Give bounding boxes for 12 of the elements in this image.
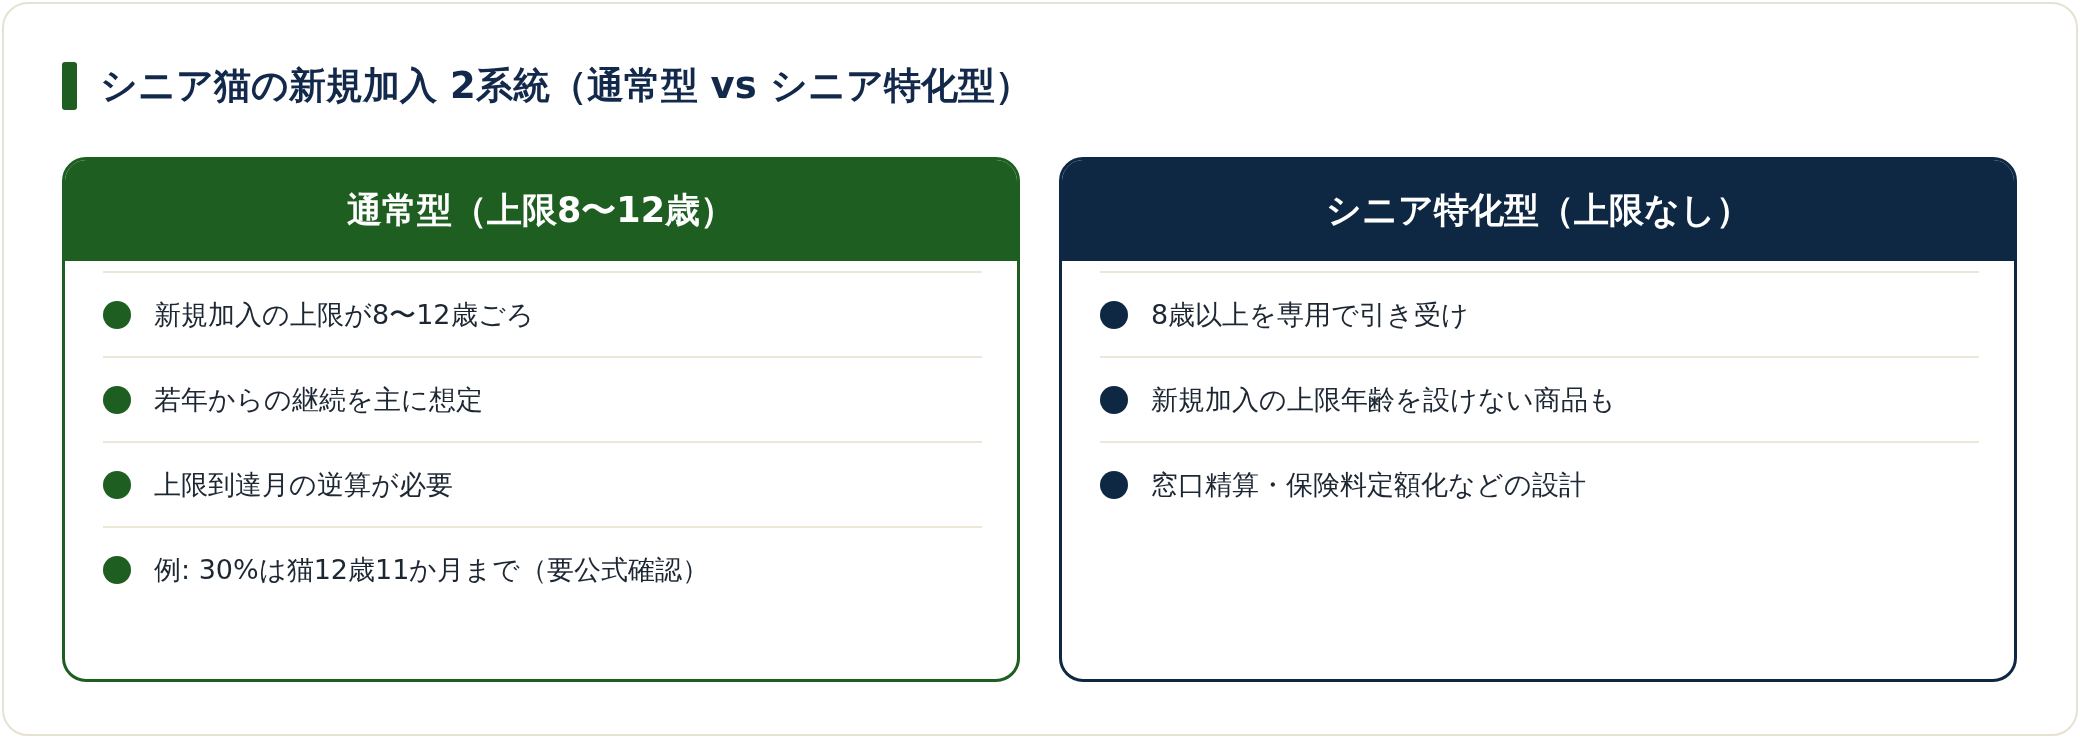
card-panel [1059,157,2017,682]
list-item-text: 新規加入の上限が8〜12歳ごろ [154,298,534,332]
list-item-text: 例: 30%は猫12歳11か月まで（要公式確認） [154,553,710,587]
list-item-text: 8歳以上を専用で引き受け [1151,298,1470,332]
card-panel [62,157,1020,682]
card-heading: 通常型（上限8〜12歳） [65,160,1017,261]
list-item-text: 新規加入の上限年齢を設けない商品も [1151,383,1616,417]
list-item-text: 上限到達月の逆算が必要 [154,468,453,502]
card-heading: シニア特化型（上限なし） [1062,160,2014,261]
title: シニア猫の新規加入 2系統（通常型 vs シニア特化型） [100,63,1032,109]
list-item-text: 窓口精算・保険料定額化などの設計 [1151,468,1586,502]
list-item-text: 若年からの継続を主に想定 [154,383,483,417]
